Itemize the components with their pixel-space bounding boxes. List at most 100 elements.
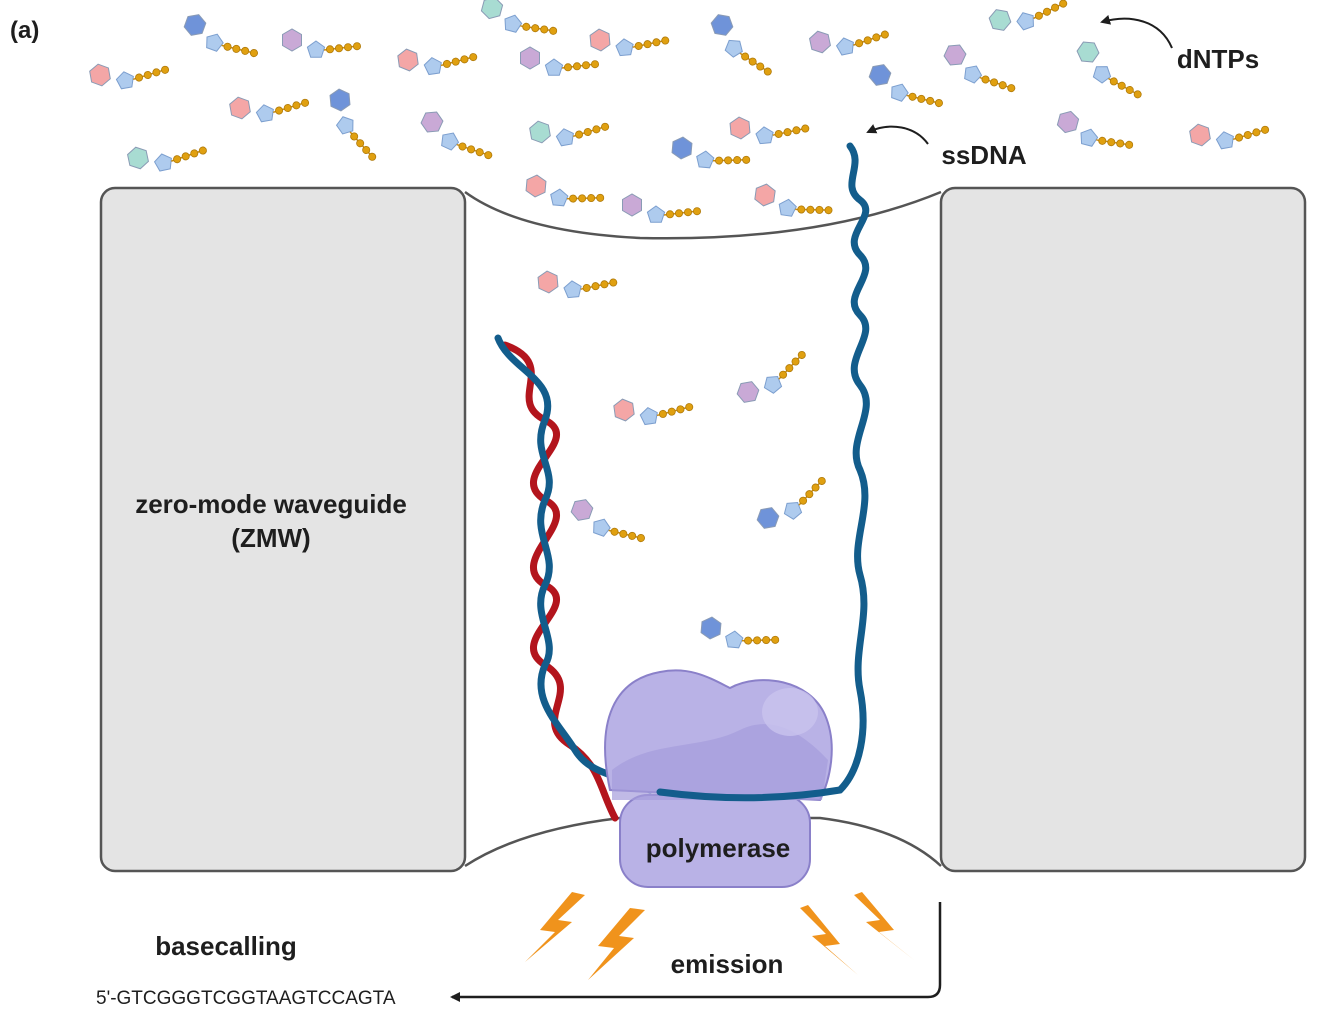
phosphate-icon	[467, 145, 476, 154]
phosphate-icon	[634, 41, 643, 50]
dntp-molecule	[710, 14, 772, 76]
phosphate-icon	[756, 62, 765, 71]
phosphate-icon	[863, 36, 872, 45]
nucleobase-icon	[89, 63, 111, 87]
phosphate-icon	[1243, 131, 1252, 140]
dntp-molecule	[589, 28, 670, 57]
phosphate-icon	[661, 36, 670, 45]
sugar-icon	[646, 205, 666, 223]
sugar-icon	[1080, 128, 1099, 147]
dntp-molecule	[1189, 123, 1270, 150]
nucleobase-icon	[420, 111, 444, 133]
nucleobase-icon	[525, 174, 547, 198]
phosphate-icon	[292, 101, 301, 110]
nucleobase-icon	[988, 9, 1012, 31]
phosphate-icon	[143, 71, 152, 80]
phosphate-icon	[591, 282, 600, 291]
phosphate-icon	[1235, 133, 1244, 142]
phosphate-icon	[573, 62, 582, 71]
zmw-wall-right	[939, 186, 1307, 873]
sugar-icon	[763, 376, 783, 394]
phosphate-icon	[522, 22, 531, 31]
dntp-molecule	[397, 48, 478, 76]
phosphate-icon	[350, 132, 359, 141]
dntp-molecule	[943, 44, 1016, 93]
phosphate-icon	[1051, 3, 1060, 12]
phosphate-icon	[675, 209, 684, 218]
phosphate-icon	[774, 129, 783, 138]
phosphate-icon	[792, 126, 801, 135]
sugar-icon	[504, 14, 523, 33]
phosphate-icon	[335, 44, 344, 53]
phosphate-icon	[442, 59, 451, 68]
basecalled-sequence: 5'-GTCGGGTCGGTAAGTCCAGTA	[96, 988, 396, 1009]
phosphate-icon	[801, 124, 810, 133]
phosphate-icon	[797, 205, 806, 214]
phosphate-icon	[1125, 86, 1134, 95]
phosphate-icon	[724, 156, 733, 165]
nucleobase-icon	[736, 381, 760, 403]
sugar-icon	[964, 65, 983, 84]
phosphate-icon	[797, 350, 806, 359]
phosphate-icon	[658, 409, 667, 418]
phosphate-icon	[636, 534, 645, 543]
phosphate-icon	[917, 94, 926, 103]
nucleobase-icon	[754, 183, 776, 207]
ssdna-label: ssDNA	[941, 140, 1026, 170]
polymerase-shading	[612, 724, 828, 800]
sugar-icon	[724, 39, 743, 58]
phosphate-icon	[744, 636, 753, 645]
phosphate-icon	[587, 194, 596, 203]
dntp-molecule	[988, 0, 1068, 31]
phosphate-icon	[815, 205, 824, 214]
phosphate-icon	[981, 75, 990, 84]
sugar-icon	[725, 630, 744, 649]
sugar-icon	[563, 280, 582, 299]
sugar-icon	[550, 188, 569, 207]
phosphate-icon	[591, 60, 600, 69]
dntp-molecule	[537, 270, 618, 299]
lightning-bolt-icon	[588, 908, 645, 980]
sugar-icon	[153, 153, 172, 172]
nucleobase-icon	[589, 28, 611, 52]
sugar-icon	[593, 518, 611, 537]
phosphate-icon	[785, 364, 794, 373]
phosphate-icon	[582, 283, 591, 292]
phosphate-icon	[275, 106, 284, 115]
phosphate-icon	[667, 407, 676, 416]
phosphate-icon	[799, 496, 808, 505]
nucleobase-icon	[537, 270, 559, 294]
phosphate-icon	[469, 53, 478, 62]
phosphate-icon	[791, 357, 800, 366]
sugar-icon	[306, 40, 326, 58]
sugar-icon	[555, 128, 574, 147]
phosphate-icon	[742, 155, 751, 164]
phosphate-icon	[451, 57, 460, 66]
dntp-molecule	[520, 46, 600, 76]
zmw-label-line1: zero-mode waveguide	[135, 489, 407, 519]
dntp-molecule	[480, 0, 558, 35]
phosphate-icon	[693, 207, 702, 216]
phosphate-icon	[326, 45, 335, 54]
phosphate-icon	[763, 67, 772, 76]
polymerase-enzyme	[604, 669, 833, 888]
nucleobase-icon	[868, 64, 892, 86]
sugar-icon	[778, 198, 797, 217]
phosphate-icon	[135, 73, 144, 82]
phosphate-icon	[783, 128, 792, 137]
sugar-icon	[696, 150, 715, 169]
dntp-molecule	[89, 63, 170, 90]
phosphate-icon	[198, 146, 207, 155]
phosphate-icon	[666, 210, 675, 219]
phosphate-icon	[610, 527, 619, 536]
nucleobase-icon	[729, 116, 751, 140]
sugar-icon	[206, 33, 224, 52]
emission-label: emission	[671, 949, 784, 979]
phosphate-icon	[540, 25, 549, 34]
phosphate-icon	[592, 125, 601, 134]
nucleobase-icon	[1189, 123, 1211, 147]
phosphate-icon	[1043, 7, 1052, 16]
nucleobase-icon	[809, 30, 831, 54]
phosphate-icon	[824, 206, 833, 215]
phosphate-icon	[596, 193, 605, 202]
